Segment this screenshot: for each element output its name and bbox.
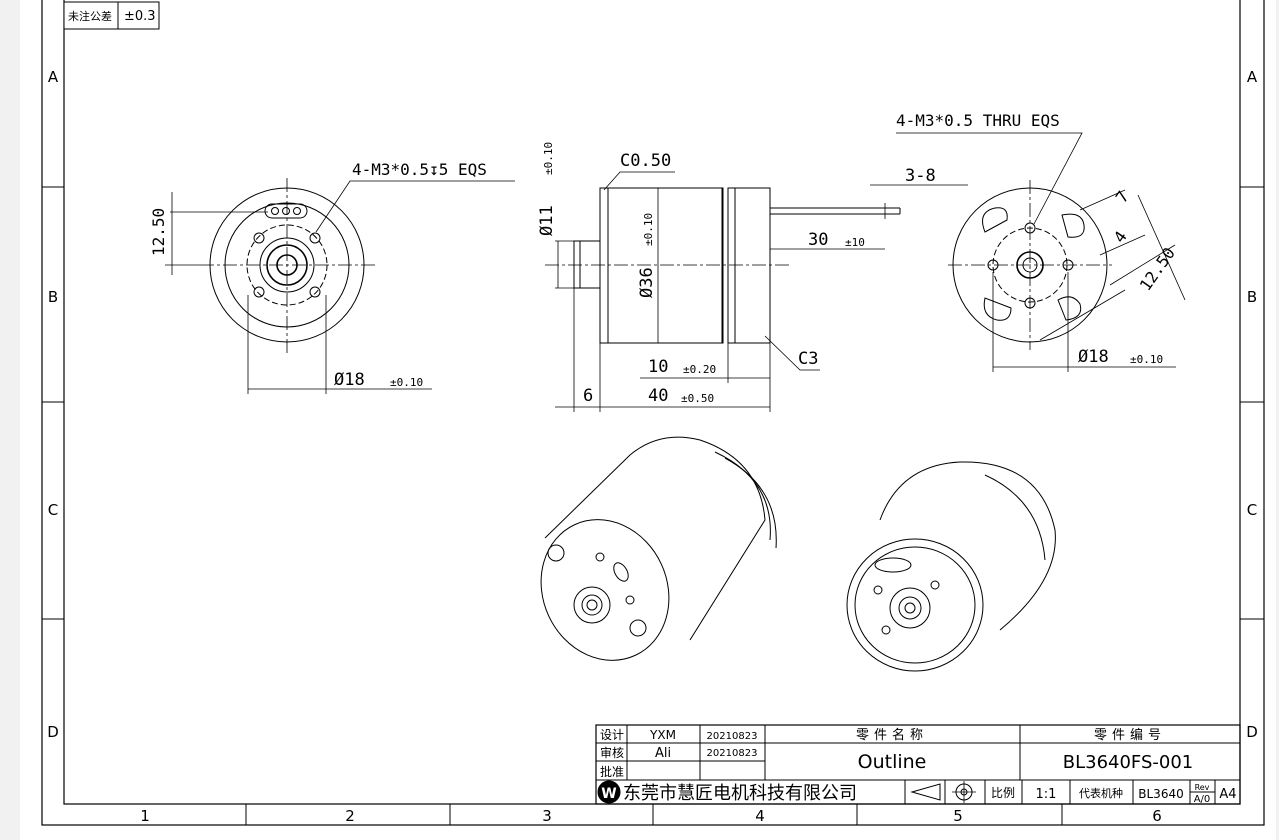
tb-part-name: Outline <box>858 751 927 773</box>
zone-number-2: 2 <box>345 807 355 825</box>
side-dim-shaft-len: 6 <box>583 386 593 406</box>
side-dim-shaft-dia-tol: ±0.10 <box>542 142 555 175</box>
tb-design-date: 20210823 <box>707 731 758 742</box>
zone-letter-b-right: B <box>1247 288 1257 306</box>
tb-design-label: 设计 <box>600 728 624 742</box>
zone-letter-c-right: C <box>1247 501 1257 519</box>
title-block <box>595 724 1241 805</box>
zone-number-1: 1 <box>140 807 150 825</box>
rear-view <box>896 132 1186 372</box>
side-dim-cap: 10 <box>648 357 668 377</box>
tolerance-label: 未注公差 <box>68 9 112 23</box>
tb-company: 东莞市慧匠电机科技有限公司 <box>623 783 857 804</box>
side-dim-body-dia: Ø36 <box>637 267 657 298</box>
side-dim-lead-len-tol: ±10 <box>845 236 865 249</box>
side-chamfer-top: C0.50 <box>620 151 671 171</box>
tb-check-date: 20210823 <box>707 748 758 759</box>
side-chamfer-bottom: C3 <box>798 349 818 369</box>
iso-view-front <box>540 436 777 661</box>
front-dim-diameter-tol: ±0.10 <box>390 376 423 389</box>
zone-letter-d-right: D <box>1246 723 1258 741</box>
zone-number-6: 6 <box>1152 807 1162 825</box>
tb-scale: 1:1 <box>1036 787 1057 802</box>
side-view <box>545 171 968 412</box>
tb-part-no: BL3640FS-001 <box>1063 752 1194 773</box>
side-dim-body-dia-tol: ±0.10 <box>642 213 655 246</box>
front-dim-offset: 12.50 <box>149 208 168 256</box>
zone-number-5: 5 <box>953 807 963 825</box>
side-dim-body-len-tol: ±0.50 <box>681 392 714 405</box>
tolerance-box: 未注公差 ±0.3 <box>63 1 160 30</box>
tb-rev: A/0 <box>1194 794 1211 805</box>
iso-view-rear <box>846 461 1056 672</box>
tb-approve-label: 批准 <box>600 764 624 779</box>
zone-letter-a-left: A <box>48 68 59 86</box>
side-dim-cap-tol: ±0.20 <box>683 363 716 376</box>
rear-thread-callout: 4-M3*0.5 THRU EQS <box>896 111 1060 130</box>
tolerance-value: ±0.3 <box>124 9 156 24</box>
tb-rev-label: Rev <box>1195 783 1210 792</box>
tb-part-name-header: 零件名称 <box>856 727 928 743</box>
side-dim-strip: 3-8 <box>905 166 936 186</box>
zone-letter-b-left: B <box>48 288 58 306</box>
side-dim-shaft-dia: Ø11 <box>537 205 557 236</box>
front-dim-diameter: Ø18 <box>334 370 365 390</box>
rear-dim-diameter: Ø18 <box>1078 347 1109 367</box>
tb-model: BL3640 <box>1138 787 1183 801</box>
rear-dim-diameter-tol: ±0.10 <box>1130 353 1163 366</box>
tb-check-name: Ali <box>655 746 671 761</box>
tb-sheet-size: A4 <box>1219 787 1236 802</box>
tb-scale-label: 比例 <box>991 786 1015 800</box>
front-thread-callout: 4-M3*0.5↧5 EQS <box>352 160 487 179</box>
tb-model-label: 代表机种 <box>1079 786 1123 800</box>
side-dim-body-len: 40 <box>648 386 668 406</box>
zone-letter-c-left: C <box>48 501 58 519</box>
side-dim-lead-len: 30 <box>808 230 828 250</box>
zone-letter-a-right: A <box>1247 68 1258 86</box>
zone-number-4: 4 <box>755 807 765 825</box>
tb-part-no-header: 零件编号 <box>1094 728 1166 743</box>
tb-check-label: 审核 <box>600 745 624 760</box>
logo-w: W <box>601 786 616 802</box>
zone-letter-d-left: D <box>47 723 59 741</box>
front-view <box>165 178 515 394</box>
zone-number-3: 3 <box>542 807 552 825</box>
tb-design-name: YXM <box>649 728 676 742</box>
